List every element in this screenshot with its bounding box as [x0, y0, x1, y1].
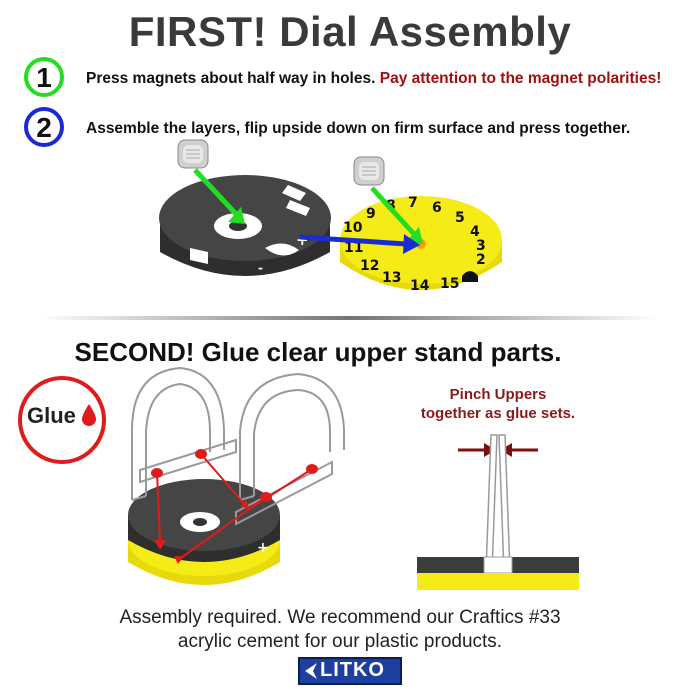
dark-base-layer: + - — [159, 175, 331, 276]
upper-pieces-side — [486, 435, 510, 572]
dark-base-layer: + — [128, 479, 280, 562]
step-1-warning: Pay attention to the magnet polarities! — [380, 70, 662, 87]
pinch-label-line-1: Pinch Uppers — [400, 385, 596, 404]
footer-note: Assembly required. We recommend our Craf… — [0, 606, 680, 654]
section-divider — [40, 316, 660, 320]
dial-number: 9 — [366, 206, 376, 222]
base-layers-side — [417, 557, 579, 590]
footer-line-1: Assembly required. We recommend our Craf… — [0, 606, 680, 630]
step-1-instruction: Press magnets about half way in holes. P… — [86, 70, 661, 88]
dial-number: 7 — [408, 195, 418, 211]
dial-assembly-illustration: + - 10 9 8 7 6 5 4 3 2 11 12 13 14 15 — [0, 135, 700, 330]
step-1-text: Press magnets about half way in holes. — [86, 70, 375, 87]
svg-text:+: + — [257, 540, 269, 556]
glue-drop-icon — [80, 403, 98, 427]
logo-mark-icon — [303, 661, 319, 681]
dial-number: 13 — [382, 270, 401, 286]
pinch-instruction: Pinch Uppers together as glue sets. — [400, 385, 596, 423]
pinch-label-line-2: together as glue sets. — [400, 404, 596, 423]
stand-glue-illustration: + — [110, 360, 380, 600]
page-title: FIRST! Dial Assembly — [0, 8, 700, 56]
dial-number: 2 — [476, 252, 486, 268]
magnet-icon — [354, 157, 384, 185]
pinch-side-view-diagram — [410, 425, 585, 600]
svg-text:-: - — [258, 261, 263, 275]
svg-text:+: + — [296, 231, 309, 249]
dial-number: 5 — [455, 210, 465, 226]
dial-number: 10 — [343, 220, 363, 236]
dial-number: 15 — [440, 276, 459, 292]
logo-text: LITKO — [320, 659, 385, 682]
dial-number: 12 — [360, 258, 379, 274]
footer-line-2: acrylic cement for our plastic products. — [0, 630, 680, 654]
step-1-number-badge: 1 — [24, 57, 64, 97]
magnet-icon — [178, 140, 208, 168]
dial-number: 6 — [432, 200, 442, 216]
yellow-dial-layer: 10 9 8 7 6 5 4 3 2 11 12 13 14 15 — [340, 195, 502, 294]
dial-number: 14 — [410, 278, 430, 294]
glue-label: Glue — [27, 403, 76, 429]
